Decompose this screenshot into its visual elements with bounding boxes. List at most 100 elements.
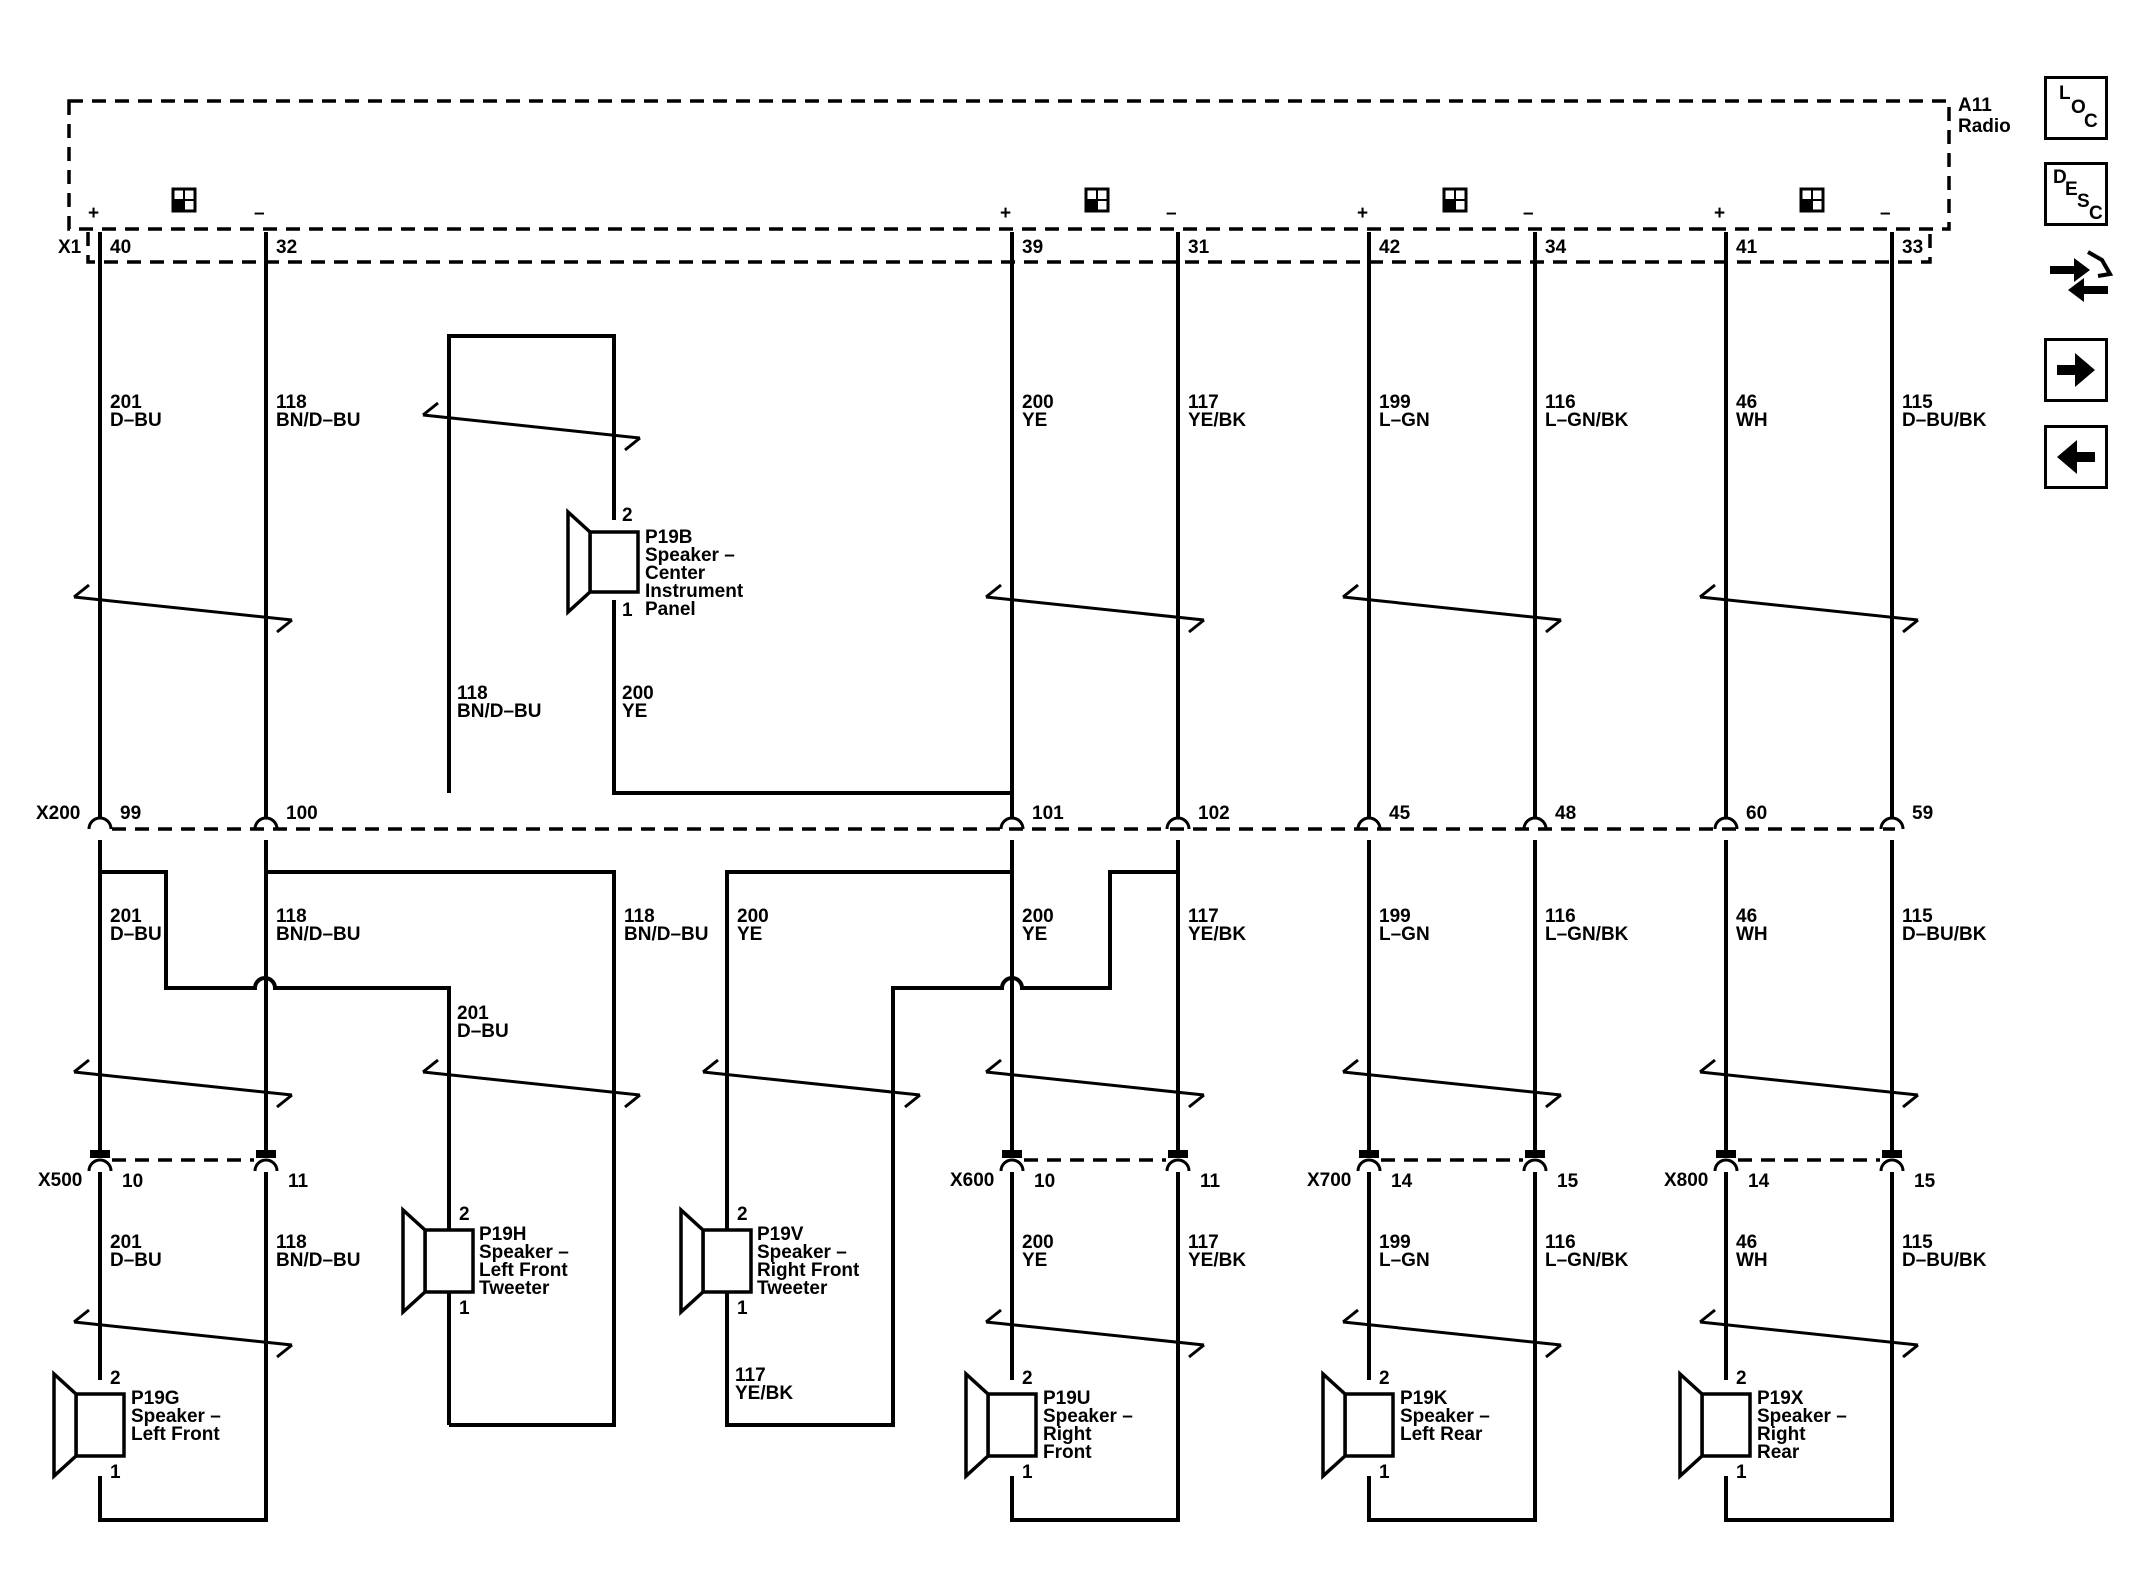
x200-pin-socket — [999, 816, 1025, 830]
previous-page-button[interactable] — [2044, 425, 2108, 489]
twisted-pair-mark — [702, 1070, 921, 1097]
twisted-pair-mark-tick-l — [1342, 1058, 1359, 1074]
icon-fill — [1086, 200, 1097, 211]
tweeter-feed-circuit: 201 — [457, 1003, 489, 1024]
speaker-pin-2: 2 — [110, 1368, 121, 1389]
speaker-name-line: Front — [1043, 1442, 1092, 1463]
center-left-wire-circuit: 118 — [457, 683, 488, 704]
speaker-symbol-cone — [679, 1206, 705, 1316]
x200-pin-number: 45 — [1389, 803, 1411, 824]
wire-bottom-circuit: 199 — [1379, 1232, 1411, 1253]
speaker-name-line: Tweeter — [757, 1278, 828, 1299]
center-speaker-return — [612, 600, 1014, 808]
twisted-pair-mark-tick-l — [985, 1308, 1002, 1324]
door-connector-label: X700 — [1307, 1170, 1351, 1191]
center-right-wire-circuit: 200 — [622, 683, 654, 704]
twisted-pair-mark — [73, 1070, 293, 1097]
door-connector-pin-plug — [1716, 1150, 1736, 1158]
desc-letter-d: D — [2053, 167, 2067, 188]
twisted-pair-mark — [985, 1070, 1205, 1097]
speaker-pin-1: 1 — [110, 1462, 121, 1483]
twisted-pair-mark-tick-r — [276, 618, 293, 634]
speaker-name-line: Speaker – — [131, 1406, 221, 1427]
twisted-pair-mark-tick-l — [1699, 1308, 1716, 1324]
desc-letter-e: E — [2065, 179, 2078, 200]
x1-connector-outline — [86, 232, 1932, 264]
twisted-pair-mark-tick-r — [1188, 618, 1205, 634]
speaker-name-line: Left Front — [479, 1260, 568, 1281]
speaker-symbol-body — [423, 1228, 475, 1294]
wire-lower-color: L–GN — [1379, 924, 1430, 945]
wire-lower-color: BN/D–BU — [276, 924, 360, 945]
twisted-pair-mark-tick-l — [1342, 583, 1359, 599]
speaker-pin-2: 2 — [1379, 1368, 1390, 1389]
wire-bottom-circuit: 117 — [1188, 1232, 1219, 1253]
door-connector-label: X500 — [38, 1170, 82, 1191]
wire-lower-circuit: 201 — [110, 906, 142, 927]
door-connector-pin-socket — [1165, 1158, 1191, 1172]
speaker-symbol-cone — [964, 1370, 990, 1480]
twisted-pair-mark-tick-r — [904, 1093, 921, 1109]
wire-upper-color: BN/D–BU — [276, 410, 360, 431]
speaker-symbol-body — [1700, 1392, 1752, 1458]
speaker-symbol-body — [74, 1392, 126, 1458]
module-pin-number: 42 — [1379, 237, 1400, 258]
door-connector-pin-plug — [256, 1150, 276, 1158]
wire-bottom-color: BN/D–BU — [276, 1250, 360, 1271]
wire-lower-circuit: 118 — [624, 906, 655, 927]
loc-letter-o: O — [2071, 97, 2086, 118]
wire-lower-color: WH — [1736, 924, 1768, 945]
x200-pin-socket — [1713, 816, 1739, 830]
speaker-name-line: Speaker – — [757, 1242, 847, 1263]
wire-lower-circuit: 118 — [276, 906, 307, 927]
desc-letter-c: C — [2089, 203, 2103, 223]
twisted-pair-mark — [1342, 1070, 1562, 1097]
door-connector-pin-number: 14 — [1748, 1171, 1770, 1192]
center-right-wire-color: YE — [622, 701, 647, 722]
x200-pin-number: 99 — [120, 803, 141, 824]
wire-upper-color: L–GN — [1379, 410, 1430, 431]
door-connector-pin-socket — [999, 1158, 1025, 1172]
module-pin-polarity: – — [254, 203, 265, 224]
speaker-id: P19G — [131, 1388, 180, 1409]
twisted-pair-mark — [73, 1320, 293, 1347]
door-connector-pin-number: 15 — [1557, 1171, 1579, 1192]
x200-pin-number: 101 — [1032, 803, 1064, 824]
x200-pin-socket — [1522, 816, 1548, 830]
tweeter-feed-color: D–BU — [457, 1021, 509, 1042]
description-view-button[interactable]: D E S C — [2044, 162, 2108, 226]
center-speaker-name-1: Speaker – — [645, 545, 735, 566]
twisted-pair-mark-tick-r — [276, 1343, 293, 1359]
tweeter-return-circuit: 117 — [735, 1365, 766, 1386]
door-connector-pin-plug — [1882, 1150, 1902, 1158]
speaker-symbol-body — [986, 1392, 1038, 1458]
speaker-pin-1: 1 — [737, 1298, 748, 1319]
wire-bottom-return — [1010, 1172, 1180, 1522]
speaker-pin-2: 2 — [459, 1204, 470, 1225]
center-left-wire-color: BN/D–BU — [457, 701, 541, 722]
connector-view-icon[interactable] — [2044, 246, 2114, 310]
speaker-id: P19V — [757, 1224, 804, 1245]
door-connector-pin-number: 10 — [1034, 1171, 1055, 1192]
door-connector-pin-number: 14 — [1391, 1171, 1413, 1192]
wire-lower-color: YE — [1022, 924, 1047, 945]
wire-lower-circuit: 116 — [1545, 906, 1576, 927]
door-connector-pin-socket — [87, 1158, 113, 1172]
x200-pin-number: 48 — [1555, 803, 1576, 824]
speaker-symbol-cone — [1321, 1370, 1347, 1480]
loc-letter-c: C — [2084, 111, 2098, 132]
twisted-pair-mark — [1699, 1070, 1919, 1097]
module-pin-number: 33 — [1902, 237, 1923, 258]
module-pin-number: 39 — [1022, 237, 1043, 258]
door-connector-pin-socket — [1522, 1158, 1548, 1172]
icon-fill — [1801, 200, 1812, 211]
twisted-pair-mark — [1342, 1320, 1562, 1347]
door-connector-pin-number: 10 — [122, 1171, 143, 1192]
wire-lower-color: BN/D–BU — [624, 924, 708, 945]
next-page-button[interactable] — [2044, 338, 2108, 402]
twisted-pair-mark-tick-l — [73, 583, 90, 599]
speaker-symbol-body — [701, 1228, 753, 1294]
location-view-button[interactable]: L O C — [2044, 76, 2108, 140]
